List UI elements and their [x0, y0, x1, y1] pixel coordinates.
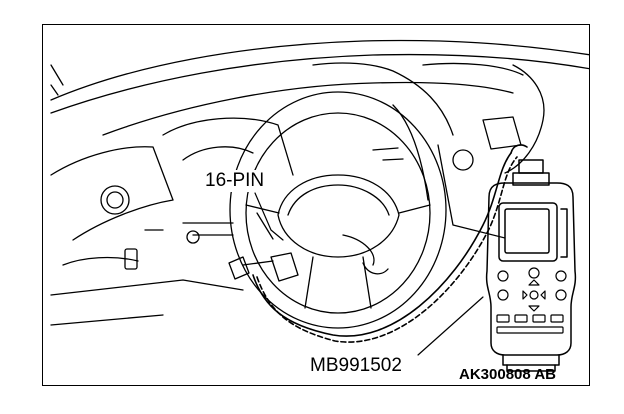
diagnostic-connector: [228, 212, 299, 282]
steering-wheel: [229, 91, 447, 329]
figure-code: AK300808 AB: [459, 366, 556, 383]
tester-keypad: [496, 267, 567, 334]
tester-screen: [498, 202, 558, 262]
dashboard: [50, 39, 589, 326]
connector-label: 16-PIN: [203, 170, 267, 192]
leader-lines: [254, 192, 484, 356]
handheld-tester: [485, 159, 577, 372]
tool-label: MB991502: [308, 355, 404, 377]
illustration: [50, 39, 589, 372]
figure-frame: 16-PIN MB991502 AK300808 AB: [42, 24, 590, 386]
tester-cable: [252, 144, 528, 343]
